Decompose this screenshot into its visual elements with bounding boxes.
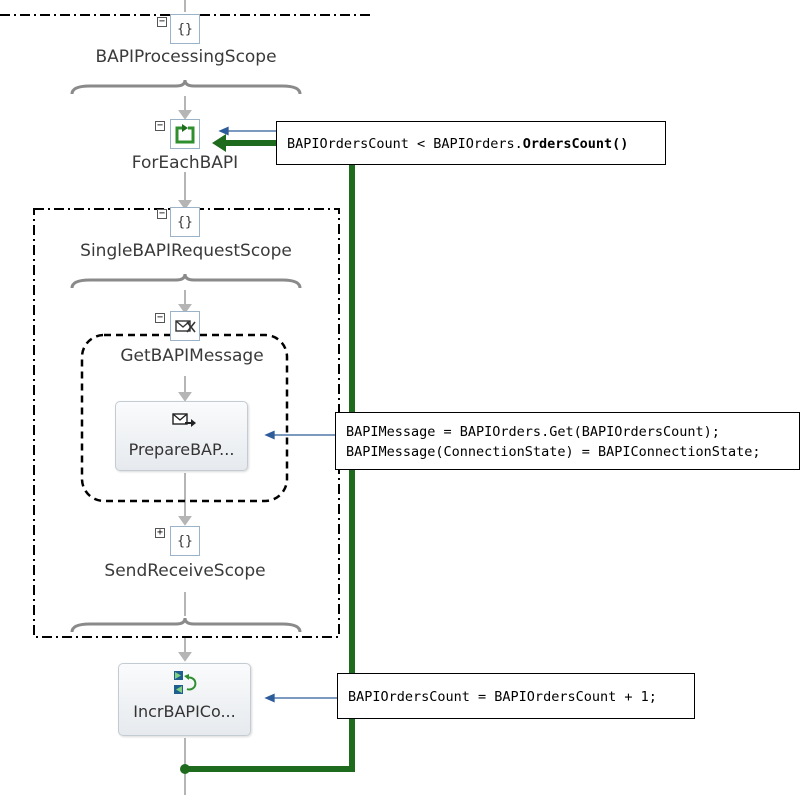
- collapse-toggle-foreach[interactable]: −: [155, 120, 165, 131]
- scope-brackets: [70, 79, 302, 633]
- send-receive-scope-label: SendReceiveScope: [104, 561, 266, 581]
- single-request-scope-label: SingleBAPIRequestScope: [80, 241, 292, 261]
- scope-icon: {}: [170, 207, 200, 237]
- collapse-toggle-processing-scope[interactable]: −: [157, 16, 167, 27]
- prepare-code-line: BAPIMessage = BAPIOrders.Get(BAPIOrdersC…: [346, 424, 720, 440]
- foreach-label: ForEachBAPI: [131, 153, 239, 173]
- increment-activity[interactable]: IncrBAPICo...: [118, 663, 251, 736]
- loop-condition-text: BAPIOrdersCount < BAPIOrders.: [287, 136, 523, 152]
- scope-icon: {}: [170, 14, 200, 44]
- scope-icon: {}: [170, 526, 200, 556]
- loop-icon: [170, 119, 200, 149]
- increment-callout: BAPIOrdersCount = BAPIOrdersCount + 1;: [337, 673, 695, 719]
- expand-toggle-send-receive-scope[interactable]: +: [155, 527, 165, 538]
- loop-condition-method: OrdersCount(): [522, 136, 629, 152]
- callout-arrows: [218, 126, 337, 703]
- single-request-scope-border: [33, 208, 340, 638]
- get-message-label: GetBAPIMessage: [120, 346, 264, 366]
- loop-condition-callout: BAPIOrdersCount < BAPIOrders.OrdersCount…: [276, 121, 666, 165]
- processing-scope-label: BAPIProcessingScope: [95, 47, 277, 67]
- prepare-activity[interactable]: PrepareBAP...: [115, 401, 248, 471]
- expression-icon: [173, 670, 199, 700]
- increment-code-line: BAPIOrdersCount = BAPIOrdersCount + 1;: [348, 689, 657, 705]
- message-assign-icon: [172, 411, 196, 433]
- prepare-callout: BAPIMessage = BAPIOrders.Get(BAPIOrdersC…: [335, 412, 800, 470]
- prepare-code-line: BAPIMessage(ConnectionState) = BAPIConne…: [346, 444, 761, 460]
- get-message-border: [80, 333, 289, 503]
- collapse-toggle-get-message[interactable]: −: [155, 312, 165, 323]
- prepare-activity-label: PrepareBAP...: [128, 440, 235, 459]
- increment-activity-label: IncrBAPICo...: [133, 702, 236, 721]
- collapse-toggle-single-request-scope[interactable]: −: [157, 208, 167, 219]
- message-construct-icon: [170, 311, 200, 341]
